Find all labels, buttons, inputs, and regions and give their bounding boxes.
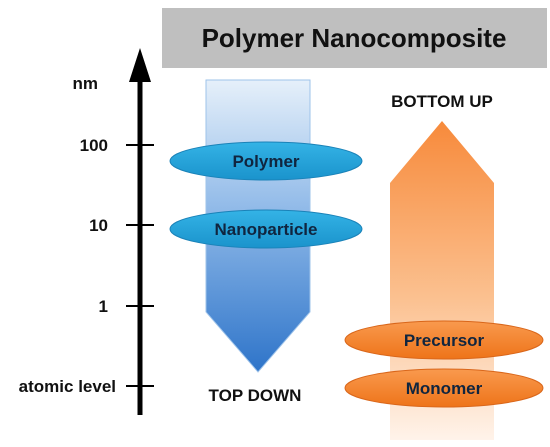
polymer-ellipse: Polymer [169, 141, 363, 181]
polymer-ellipse-shape [169, 141, 363, 181]
bottom-up-arrow-shape [390, 121, 494, 440]
nanoparticle-ellipse: Nanoparticle [169, 209, 363, 249]
axis-arrow-head [129, 48, 151, 82]
polymer-label: Polymer [232, 152, 299, 171]
monomer-ellipse: Monomer [344, 368, 544, 408]
tick-label-atomic-level: atomic level [19, 377, 116, 396]
monomer-label: Monomer [406, 379, 483, 398]
top-down-label: TOP DOWN [209, 386, 302, 405]
title: Polymer Nanocomposite [202, 23, 507, 53]
title-banner: Polymer Nanocomposite [162, 8, 547, 68]
bottom-up-label: BOTTOM UP [391, 92, 493, 111]
precursor-label: Precursor [404, 331, 485, 350]
bottom-up-arrow: BOTTOM UP [390, 92, 494, 440]
nanoparticle-ellipse-shape [169, 209, 363, 249]
precursor-ellipse: Precursor [344, 320, 544, 360]
nanoparticle-label: Nanoparticle [215, 220, 318, 239]
tick-label-1: 1 [99, 297, 108, 316]
precursor-ellipse-shape [344, 320, 544, 360]
title-background [162, 8, 547, 68]
tick-label-100: 100 [80, 136, 108, 155]
tick-label-10: 10 [89, 216, 108, 235]
monomer-ellipse-shape [344, 368, 544, 408]
axis-unit-label: nm [73, 74, 99, 93]
scale-axis: nm 100 10 1 atomic level [19, 48, 154, 415]
